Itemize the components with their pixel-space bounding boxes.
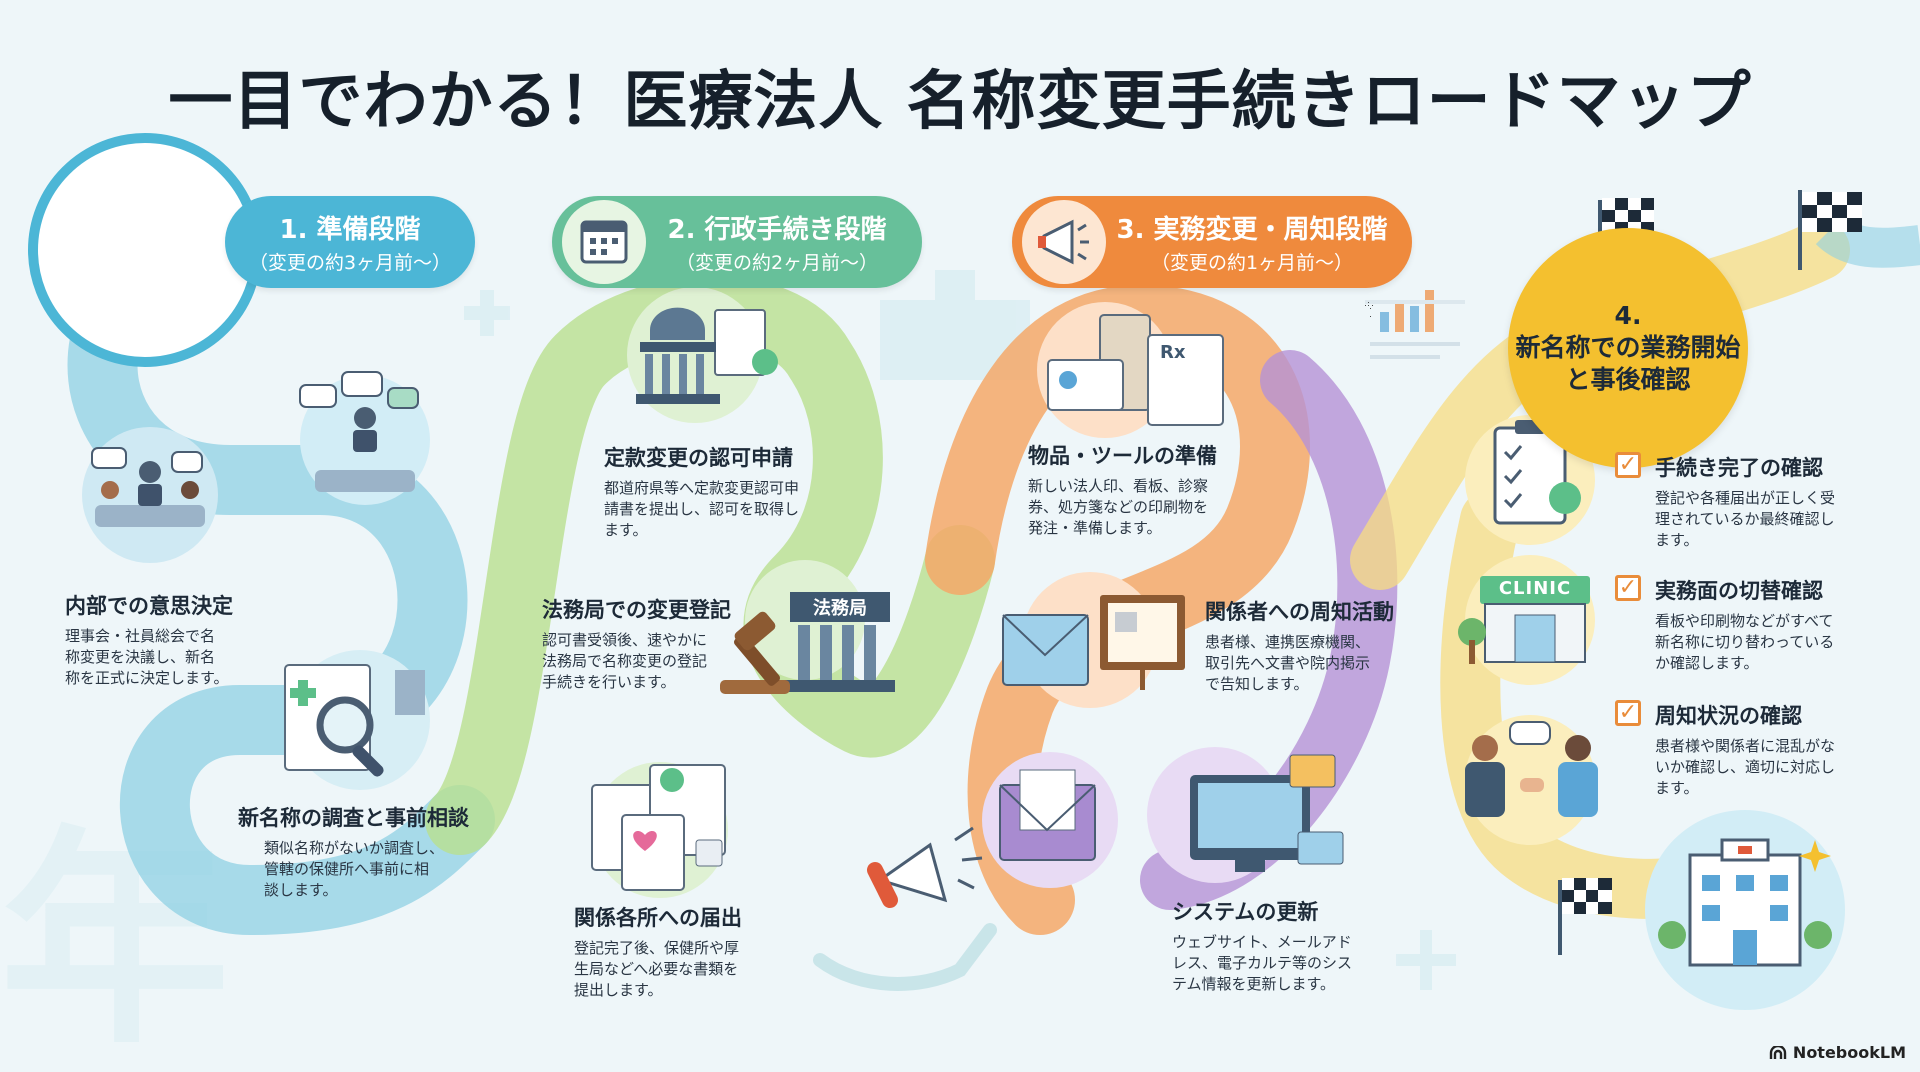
stage1-timing: （変更の約3ヶ月前〜） [248,252,452,274]
step-title: 関係各所への届出 [574,906,742,930]
check-title: 手続き完了の確認 [1655,456,1823,480]
forms-icon [591,762,728,898]
stage2-timing: （変更の約2ヶ月前〜） [675,252,879,274]
check-description: 登記や各種届出が正しく受理されているか最終確認します。 [1655,489,1836,549]
stage4-header: 4. 新名称での業務開始 と事後確認 [1508,228,1748,468]
checkered-flag-icon-2 [1798,190,1862,270]
check-description: 看板や印刷物などがすべて新名称に切り替わっているか確認します。 [1655,612,1835,672]
step-supplies: 物品・ツールの準備 新しい法人印、看板、診察券、処方箋などの印刷物を発注・準備し… [1028,440,1278,539]
stage4-number: 4. [1614,301,1642,330]
check-announcement-status: 周知状況の確認 患者様や関係者に混乱がないか確認し、適切に対応します。 [1655,700,1905,799]
checkered-flag-icon-3 [1558,878,1612,955]
step-title: 内部での意思決定 [65,594,233,618]
check-icon: ✓ [1615,700,1641,726]
check-icon: ✓ [1615,452,1641,478]
clinic-sign: CLINIC [1498,578,1572,599]
check-title: 実務面の切替確認 [1655,579,1823,603]
step-title: 新名称の調査と事前相談 [238,806,469,830]
step-notifications: 関係各所への届出 登記完了後、保健所や厚生局などへ必要な書類を提出します。 [574,902,814,1001]
rx-label: Rx [1160,342,1186,363]
step-title: 法務局での変更登記 [542,598,731,622]
stage4-label-line1: 新名称での業務開始 [1515,333,1741,362]
legal-bureau-sign: 法務局 [813,598,867,619]
stage1-header: 1. 準備段階 （変更の約3ヶ月前〜） [225,196,475,288]
step-title: システムの更新 [1172,900,1319,924]
step-title: 定款変更の認可申請 [604,446,793,470]
step-description: 新しい法人印、看板、診察券、処方箋などの印刷物を発注・準備します。 [1028,477,1209,537]
clinic-building-icon [1458,555,1595,685]
step-description: 認可書受領後、速やかに法務局で名称変更の登記手続きを行います。 [542,631,708,691]
computer-icon [1147,747,1344,883]
handshake-icon [1465,715,1598,845]
stage2-header: 2. 行政手続き段階 （変更の約2ヶ月前〜） [552,196,922,288]
check-description: 患者様や関係者に混乱がないか確認し、適切に対応します。 [1655,737,1836,797]
step-internal-decision: 内部での意思決定 理事会・社員総会で名称変更を決議し、新名称を正式に決定します。 [65,590,315,689]
step-description: 理事会・社員総会で名称変更を決議し、新名称を正式に決定します。 [65,627,229,687]
hand-icon [813,923,997,991]
check-icon: ✓ [1615,575,1641,601]
step-description: 患者様、連携医療機関、取引先へ文書や院内掲示で告知します。 [1205,633,1371,693]
check-procedures-complete: 手続き完了の確認 登記や各種届出が正しく受理されているか最終確認します。 [1655,452,1905,551]
government-building-icon [627,287,778,423]
step-description: ウェブサイト、メールアドレス、電子カルテ等のシステム情報を更新します。 [1172,933,1353,993]
hospital-icon [1645,810,1845,1010]
megaphone-icon [867,826,983,908]
page-title: 一目でわかる！医療法人 名称変更手続きロードマップ [168,65,1752,139]
step-system-update: システムの更新 ウェブサイト、メールアドレス、電子カルテ等のシステム情報を更新し… [1172,896,1412,995]
step-description: 都道府県等へ定款変更認可申請書を提出し、認可を取得します。 [604,479,800,539]
stage3-megaphone-icon [1022,200,1106,284]
notice-mail-icon [1002,572,1185,708]
stage2-label: 2. 行政手続き段階 [667,215,887,245]
mail-envelope-icon [982,752,1118,888]
step-announcement: 関係者への周知活動 患者様、連携医療機関、取引先へ文書や院内掲示で告知します。 [1205,596,1445,695]
step-description: 類似名称がないか調査し、管轄の保健所へ事前に相談します。 [264,839,445,899]
stage1-label: 1. 準備段階 [279,215,421,245]
document-search-icon [284,650,430,790]
step-registration: 法務局での変更登記 認可書受領後、速やかに法務局で名称変更の登記手続きを行います… [542,594,782,693]
notebooklm-logo: NotebookLM [1769,1043,1906,1062]
calendar-icon [562,200,646,284]
stage2-path [425,276,995,855]
step-title: 物品・ツールの準備 [1028,444,1217,468]
stage4-label-line2: と事後確認 [1565,365,1691,394]
check-title: 周知状況の確認 [1655,704,1802,728]
stationery-icon [1037,302,1224,438]
legal-bureau-icon [720,560,895,694]
step-description: 登記完了後、保健所や厚生局などへ必要な書類を提出します。 [574,939,740,999]
meeting-icon-1 [82,427,218,563]
stage1-blank-circle [28,133,262,367]
step-articles-approval: 定款変更の認可申請 都道府県等へ定款変更認可申請書を提出し、認可を取得します。 [604,442,854,541]
step-name-research: 新名称の調査と事前相談 類似名称がないか調査し、管轄の保健所へ事前に相談します。 [238,802,508,901]
chart-decoration [1365,290,1465,359]
logo-text: NotebookLM [1792,1043,1906,1062]
stage3-timing: （変更の約1ヶ月前〜） [1150,252,1354,274]
meeting-icon-2 [299,371,430,505]
step-title: 関係者への周知活動 [1205,600,1394,624]
stage3-label: 3. 実務変更・周知段階 [1116,215,1388,245]
notebooklm-icon [1769,1045,1787,1059]
check-operations-switch: 実務面の切替確認 看板や印刷物などがすべて新名称に切り替わっているか確認します。 [1655,575,1905,674]
